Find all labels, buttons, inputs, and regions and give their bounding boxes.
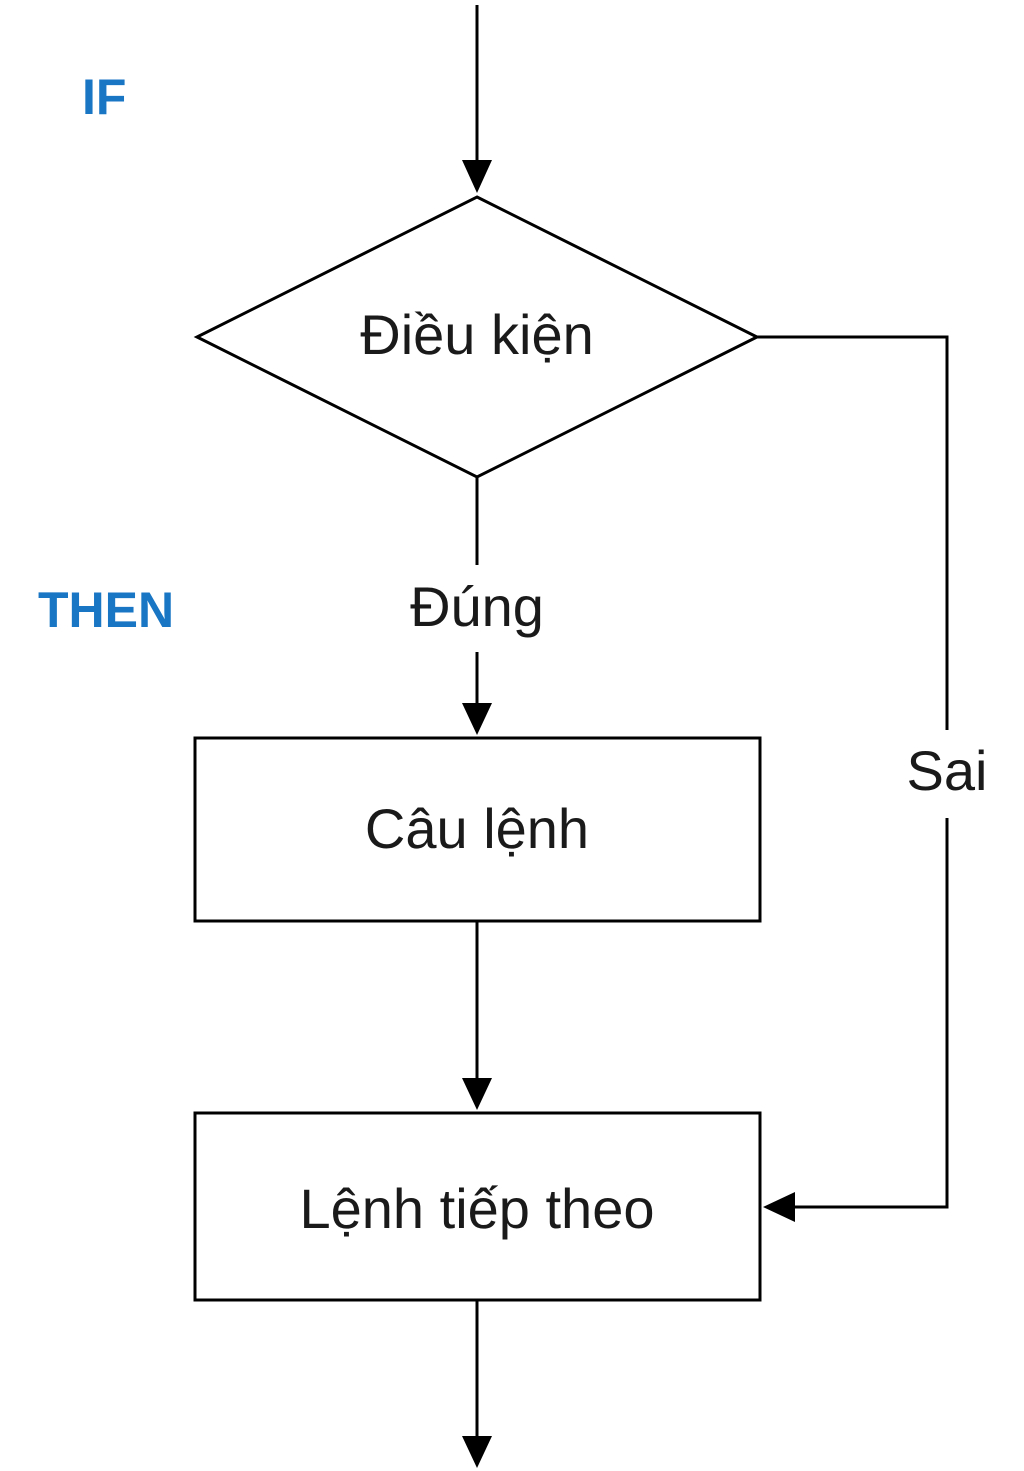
condition-label: Điều kiện [360,303,593,366]
true-branch-arrowhead [462,703,492,735]
exit-arrowhead [462,1436,492,1468]
false-branch-line-upper [757,335,949,730]
statement-box [193,736,762,923]
next-statement-box [193,1111,762,1302]
false-branch-arrowhead [763,1192,795,1222]
false-branch-line-lower [795,818,949,1209]
true-branch-label: Đúng [410,575,544,638]
false-branch-label: Sai [907,739,988,802]
next-statement-label: Lệnh tiếp theo [300,1177,655,1240]
if-keyword: IF [82,69,126,125]
statement-label: Câu lệnh [365,797,589,860]
entry-arrowhead [462,160,492,193]
statement-to-next-arrowhead [462,1078,492,1110]
then-keyword: THEN [38,582,174,638]
